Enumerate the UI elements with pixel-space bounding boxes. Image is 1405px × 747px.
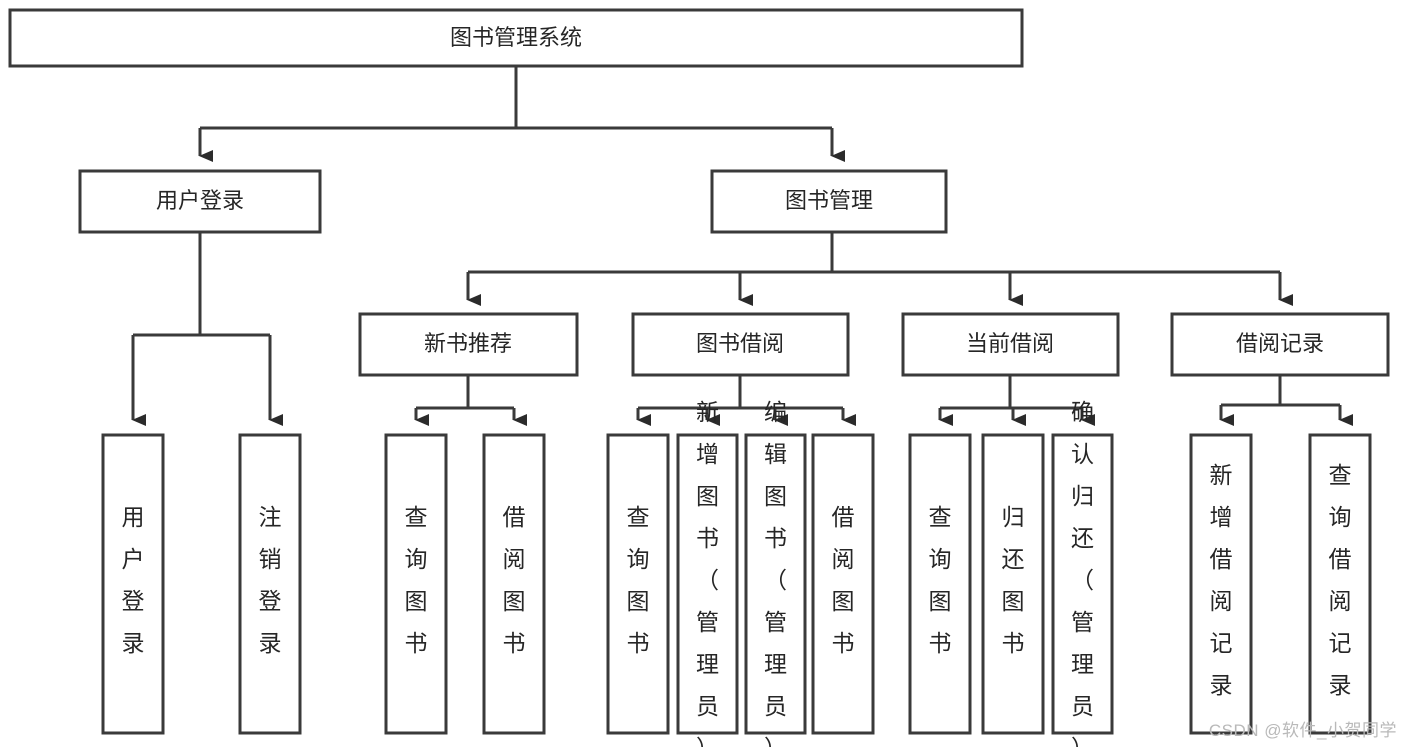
node-current-borrow-label: 当前借阅 — [966, 331, 1054, 356]
node-user-login-label: 用户登录 — [156, 188, 244, 213]
leaf-node[interactable]: 确认归还（管理员） — [1051, 399, 1114, 747]
connector-group-book-borrow — [636, 375, 856, 426]
leaf-node-label: 确认归还（管理员） — [1071, 399, 1094, 747]
connector-group-book-manage — [466, 232, 1293, 306]
node-new-book-recommend[interactable]: 新书推荐 — [358, 312, 579, 377]
leaf-node-label: 编辑图书（管理员） — [764, 399, 787, 747]
leaf-node-box[interactable] — [811, 433, 875, 735]
leaf-node-box[interactable] — [744, 433, 807, 735]
leaf-node[interactable]: 归还图书 — [981, 433, 1045, 735]
leaf-node-label: 查询图书 — [929, 504, 952, 656]
leaf-node-box[interactable] — [482, 433, 546, 735]
leaf-node[interactable]: 借阅图书 — [482, 433, 546, 735]
leaf-node-box[interactable] — [384, 433, 448, 735]
leaf-node-label: 查询借阅记录 — [1329, 462, 1352, 698]
leaf-node-box[interactable] — [676, 433, 739, 735]
leaf-node-box[interactable] — [606, 433, 670, 735]
leaf-node[interactable]: 查询图书 — [384, 433, 448, 735]
node-user-login-box[interactable] — [78, 169, 322, 234]
connector-group-new-book-recommend — [414, 375, 527, 426]
node-book-borrow-label: 图书借阅 — [696, 331, 784, 356]
leaf-node-label: 新增图书（管理员） — [696, 399, 719, 747]
leaf-node-box[interactable] — [101, 433, 165, 735]
node-book-manage[interactable]: 图书管理 — [710, 169, 948, 234]
node-book-borrow-box[interactable] — [631, 312, 850, 377]
leaf-node-label: 借阅图书 — [832, 504, 855, 656]
node-current-borrow-box[interactable] — [901, 312, 1120, 377]
node-book-manage-box[interactable] — [710, 169, 948, 234]
leaf-node-box[interactable] — [1051, 433, 1114, 735]
leaf-node[interactable]: 新增图书（管理员） — [676, 399, 739, 747]
leaf-node-label: 新增借阅记录 — [1210, 462, 1233, 698]
connector-group-current-borrow — [938, 375, 1095, 426]
leaf-node[interactable]: 查询图书 — [606, 433, 670, 735]
leaf-node[interactable]: 新增借阅记录 — [1189, 433, 1253, 735]
csdn-watermark: CSDN @软件_小贺同学 — [1208, 721, 1397, 740]
leaf-node-box[interactable] — [238, 433, 302, 735]
leaf-node-label: 借阅图书 — [503, 504, 526, 656]
leaf-node[interactable]: 查询图书 — [908, 433, 972, 735]
leaf-node[interactable]: 借阅图书 — [811, 433, 875, 735]
node-user-login[interactable]: 用户登录 — [78, 169, 322, 234]
leaf-node-label: 查询图书 — [405, 504, 428, 656]
leaf-node[interactable]: 查询借阅记录 — [1308, 433, 1372, 735]
leaf-node[interactable]: 用户登录 — [101, 433, 165, 735]
node-root[interactable]: 图书管理系统 — [8, 8, 1024, 68]
leaf-node-box[interactable] — [1308, 433, 1372, 735]
leaf-node-label: 用户登录 — [122, 504, 145, 656]
node-borrow-record[interactable]: 借阅记录 — [1170, 312, 1390, 377]
leaf-node-box[interactable] — [1189, 433, 1253, 735]
leaf-node[interactable]: 注销登录 — [238, 433, 302, 735]
leaf-node-box[interactable] — [908, 433, 972, 735]
node-book-manage-label: 图书管理 — [785, 188, 873, 213]
leaf-node-label: 归还图书 — [1002, 504, 1025, 656]
node-book-borrow[interactable]: 图书借阅 — [631, 312, 850, 377]
node-root-label: 图书管理系统 — [450, 25, 582, 50]
node-root-box[interactable] — [8, 8, 1024, 68]
connector-group-borrow-record — [1219, 375, 1353, 426]
node-borrow-record-label: 借阅记录 — [1236, 331, 1324, 356]
leaf-node-label: 查询图书 — [627, 504, 650, 656]
connector-group-root — [198, 66, 845, 162]
leaf-node-box[interactable] — [981, 433, 1045, 735]
connector-group-user-login — [131, 232, 283, 426]
node-current-borrow[interactable]: 当前借阅 — [901, 312, 1120, 377]
node-new-book-recommend-label: 新书推荐 — [424, 331, 512, 356]
node-new-book-recommend-box[interactable] — [358, 312, 579, 377]
leaf-node-label: 注销登录 — [259, 504, 282, 656]
leaf-node-layer: 用户登录 注销登录 查询图书 借阅图书 查询图书 新增图书（管理员） 编辑图书（管理员） 借阅… — [101, 399, 1372, 747]
leaf-node[interactable]: 编辑图书（管理员） — [744, 399, 807, 747]
node-borrow-record-box[interactable] — [1170, 312, 1390, 377]
